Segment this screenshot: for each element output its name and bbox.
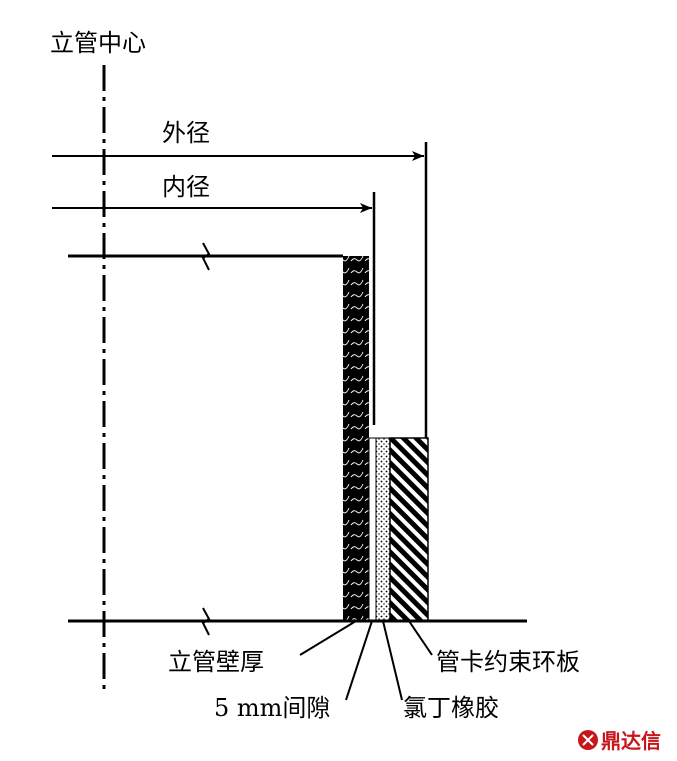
neoprene-strip <box>375 437 391 622</box>
leader-rubber <box>382 620 403 701</box>
leader-clamp-plate <box>408 620 433 656</box>
riser-center-label: 立管中心 <box>50 29 146 57</box>
bottom-break-mark <box>201 607 211 636</box>
clamp-plate-label: 管卡约束环板 <box>436 648 580 676</box>
leader-wall-thickness <box>299 620 357 656</box>
gap-label: 5 mm间隙 <box>214 694 330 722</box>
clamp-plate <box>389 437 429 622</box>
leader-gap <box>345 620 373 701</box>
pipe-wall <box>343 256 369 621</box>
rubber-label: 氯丁橡胶 <box>403 694 499 722</box>
watermark-text: 鼎达信 <box>601 729 661 753</box>
wall-thickness-label: 立管壁厚 <box>168 648 264 676</box>
watermark: 鼎达信 <box>578 729 661 753</box>
outer-diameter-label: 外径 <box>162 119 210 147</box>
top-break-mark <box>201 242 211 271</box>
gap-strip <box>368 437 377 622</box>
inner-diameter-label: 内径 <box>162 173 210 201</box>
